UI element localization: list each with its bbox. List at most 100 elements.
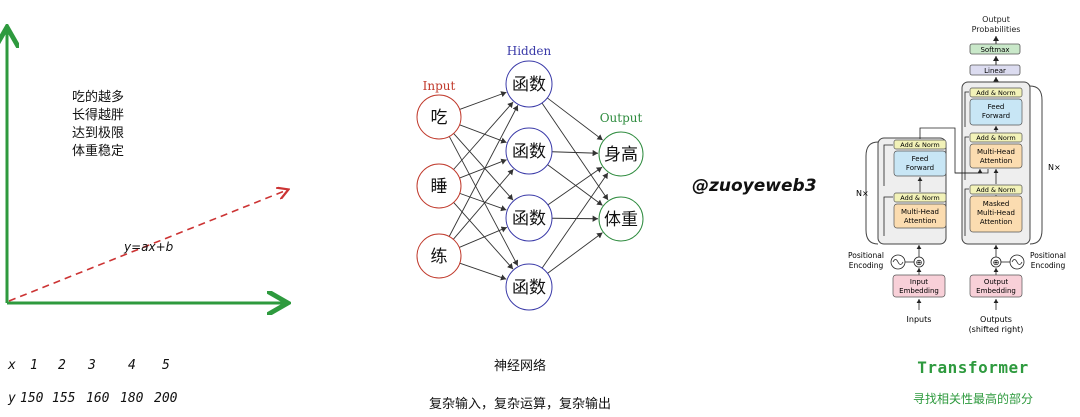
nn-edge <box>448 105 519 237</box>
y-value: 155 <box>52 391 76 406</box>
tf-dec-addnorm-1 <box>969 184 1023 195</box>
tf-input-emb-line1: Input <box>910 278 928 286</box>
nn-edges <box>448 91 609 281</box>
nn-edge <box>459 262 507 281</box>
nn-edge <box>453 101 514 170</box>
tf-dec-addnorm-3-label: Add & Norm <box>976 89 1016 97</box>
tf-enc-mha-line1: Multi-Head <box>901 208 939 216</box>
nn-edge <box>547 232 603 274</box>
tf-dec-plus-symbol: ⊕ <box>993 258 1000 267</box>
tf-outputs-line1: Outputs <box>980 315 1012 324</box>
regression-line <box>8 190 287 302</box>
transformer-title: Transformer <box>917 358 1029 377</box>
tf-output-prob-line1: Output <box>982 15 1010 24</box>
nn-output-node-label: 身高 <box>604 145 638 165</box>
tf-enc-addnorm-2-label: Add & Norm <box>900 141 940 149</box>
linear-plot: y=ax+b <box>7 30 287 303</box>
note-line: 吃的越多 <box>72 90 125 105</box>
nn-edge <box>448 136 519 266</box>
nn-output-node <box>598 131 644 177</box>
nn-edge <box>541 102 609 201</box>
tf-dec-masked-line1: Masked <box>983 200 1010 208</box>
nn-hidden-label: Hidden <box>507 44 552 58</box>
tf-dec-multihead <box>969 143 1023 169</box>
nn-input-label: Input <box>423 79 456 93</box>
tf-enc-ff-line1: Feed <box>912 155 929 163</box>
tf-dec-ff-line2: Forward <box>982 112 1010 120</box>
tf-linear-label: Linear <box>984 67 1006 75</box>
nn-edge <box>551 215 599 222</box>
nn-output-label: Output <box>600 111 643 125</box>
tf-enc-posenc-line2: Encoding <box>849 261 884 270</box>
tf-softmax-box <box>969 43 1021 55</box>
nn-edge <box>547 166 603 206</box>
tf-enc-addnorm-1-label: Add & Norm <box>900 194 940 202</box>
nn-edge <box>459 91 507 110</box>
tf-input-embedding <box>892 274 946 298</box>
nn-hidden-node <box>505 194 553 242</box>
y-value: 150 <box>20 391 44 406</box>
nn-hidden-node <box>505 127 553 175</box>
nn-hidden-node-label: 函数 <box>512 278 546 298</box>
nn-edge <box>459 226 508 248</box>
transformer-subtitle: 寻找相关性最高的部分 <box>912 392 1033 406</box>
tf-dec-ff-line1: Feed <box>988 103 1005 111</box>
tf-dec-addnorm-1-label: Add & Norm <box>976 186 1016 194</box>
x-value: 2 <box>58 358 66 373</box>
watermark-handle: @zuoyeweb3 <box>692 176 817 196</box>
y-row-label: y <box>8 391 16 406</box>
tf-inputs-label: Inputs <box>907 315 932 324</box>
y-value: 200 <box>154 391 178 406</box>
tf-dec-mha-line1: Multi-Head <box>977 148 1015 156</box>
x-row-label: x <box>8 358 16 373</box>
nn-edge <box>452 168 514 240</box>
y-value: 160 <box>86 391 110 406</box>
tf-input-emb-line2: Embedding <box>899 287 939 295</box>
nn-edge <box>547 164 603 206</box>
x-values-row: x 1 2 3 4 5 <box>8 358 208 376</box>
nn-input-node-label: 练 <box>431 247 448 267</box>
tf-output-prob-line2: Probabilities <box>972 25 1021 34</box>
tf-dec-addnorm-3 <box>969 87 1023 98</box>
tf-output-emb-line1: Output <box>984 278 1009 286</box>
nn-edge <box>453 133 514 201</box>
tf-output-embedding <box>969 274 1023 298</box>
tf-dec-feedforward <box>969 98 1023 126</box>
y-value: 180 <box>120 391 144 406</box>
tf-enc-posenc-line1: Positional <box>848 251 884 260</box>
tf-output-emb-line2: Embedding <box>976 287 1016 295</box>
nn-edge <box>459 192 507 212</box>
nn-edge <box>551 149 599 157</box>
tf-dec-addnorm-2-label: Add & Norm <box>976 134 1016 142</box>
tf-dec-nx: N× <box>1048 163 1061 172</box>
transformer-diagram: Output Probabilities Softmax Linear Add … <box>848 15 1066 334</box>
nn-hidden-node <box>505 60 553 108</box>
nn-hidden-node-label: 函数 <box>512 209 546 229</box>
nn-edge <box>459 124 507 144</box>
note-line: 体重稳定 <box>72 144 125 159</box>
nn-edge <box>459 158 507 179</box>
linear-notes: 吃的越多 长得越胖 达到极限 体重稳定 <box>72 89 124 161</box>
tf-dec-addnorm-2 <box>969 132 1023 143</box>
nn-caption: 神经网络 <box>493 359 546 374</box>
note-line: 达到极限 <box>72 126 125 141</box>
nn-input-node <box>416 233 462 279</box>
x-value: 5 <box>162 358 170 373</box>
x-value: 3 <box>88 358 96 373</box>
nn-edge <box>453 202 514 270</box>
tf-enc-nx: N× <box>856 189 869 198</box>
tf-outputs-line2: (shifted right) <box>969 325 1024 334</box>
tf-dec-masked-line2: Multi-Head <box>977 209 1015 217</box>
nn-input-node-label: 吃 <box>431 108 448 128</box>
nn-edge <box>547 97 603 141</box>
tf-enc-addnorm-1 <box>893 192 947 203</box>
nn-input-node-label: 睡 <box>431 177 448 197</box>
y-values-row: y 150 155 160 180 200 <box>8 391 208 409</box>
tf-enc-feedforward <box>893 150 947 177</box>
tf-enc-plus-symbol: ⊕ <box>916 258 923 267</box>
tf-softmax-label: Softmax <box>980 46 1009 54</box>
tf-enc-addnorm-2 <box>893 139 947 150</box>
nn-input-node <box>416 94 462 140</box>
